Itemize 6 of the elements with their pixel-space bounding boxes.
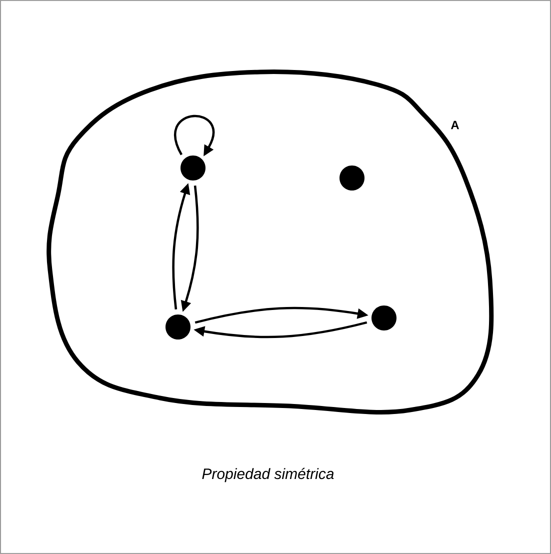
set-outline: A — [46, 70, 494, 414]
caption: Propiedad simétrica — [202, 468, 334, 482]
dot — [372, 306, 396, 330]
dot — [166, 314, 190, 340]
dot — [340, 166, 364, 190]
dot — [180, 156, 206, 180]
